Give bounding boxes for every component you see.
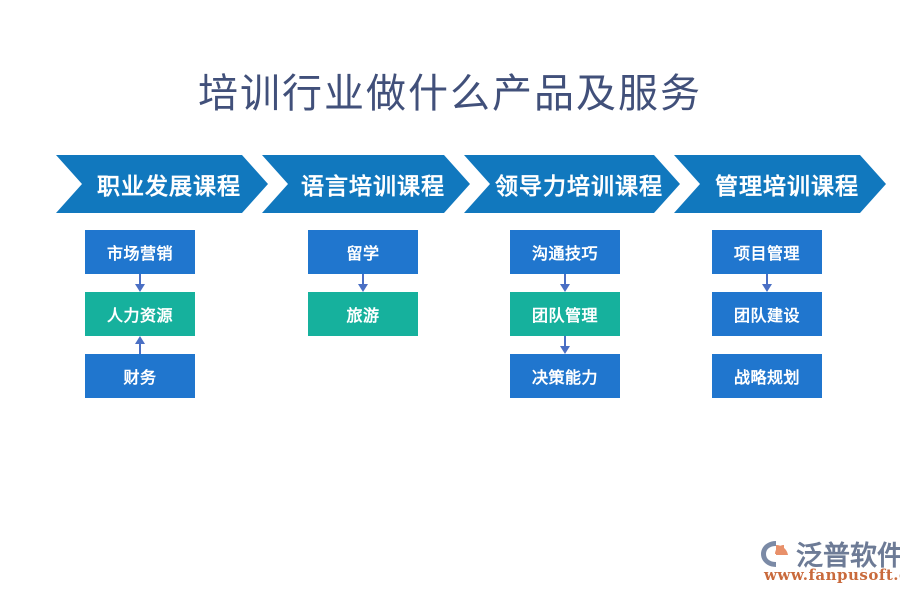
course-item-box[interactable]: 市场营销: [85, 230, 195, 274]
node-slot: 旅游: [308, 292, 418, 354]
course-banner-1[interactable]: 语言培训课程: [262, 155, 470, 213]
course-item-label: 旅游: [346, 306, 380, 325]
arrow-up-icon: [135, 336, 145, 354]
course-item-box[interactable]: 决策能力: [510, 354, 620, 398]
course-item-box[interactable]: 团队建设: [712, 292, 822, 336]
node-slot: 战略规划: [712, 354, 822, 416]
logo-url: www.fanpusoft.com: [764, 566, 900, 584]
page-title: 培训行业做什么产品及服务: [198, 71, 702, 117]
course-item-box[interactable]: 项目管理: [712, 230, 822, 274]
course-banner-label: 领导力培训课程: [495, 173, 663, 200]
course-item-box[interactable]: 旅游: [308, 292, 418, 336]
arrow-down-icon: [135, 274, 145, 292]
course-item-label: 战略规划: [733, 368, 800, 387]
course-item-label: 留学: [346, 244, 380, 263]
course-item-box[interactable]: 人力资源: [85, 292, 195, 336]
course-banner-3[interactable]: 管理培训课程: [674, 155, 886, 213]
fanpu-swoosh-icon: [760, 538, 794, 568]
arrow-down-icon: [560, 274, 570, 292]
node-slot: 项目管理: [712, 230, 822, 292]
node-slot: 财务: [85, 354, 195, 416]
course-item-label: 团队管理: [531, 306, 598, 325]
node-slot: 沟通技巧: [510, 230, 620, 292]
node-slot: 市场营销: [85, 230, 195, 292]
course-item-box[interactable]: 留学: [308, 230, 418, 274]
node-slot: 留学: [308, 230, 418, 292]
node-slot: 决策能力: [510, 354, 620, 416]
course-item-box[interactable]: 沟通技巧: [510, 230, 620, 274]
course-banner-0[interactable]: 职业发展课程: [56, 155, 268, 213]
node-slot: 人力资源: [85, 292, 195, 354]
course-column-2: 沟通技巧团队管理决策能力: [510, 230, 620, 416]
arrow-down-icon: [762, 274, 772, 292]
course-item-label: 市场营销: [106, 244, 173, 263]
course-banner-label: 语言培训课程: [301, 173, 445, 200]
course-item-label: 团队建设: [733, 306, 800, 325]
logo-name: 泛普软件: [796, 541, 900, 572]
course-item-label: 人力资源: [106, 306, 173, 325]
banner-row: 职业发展课程 语言培训课程 领导力培训课程 管理培训课程: [48, 155, 868, 213]
course-item-label: 决策能力: [531, 368, 598, 387]
column-group: 市场营销人力资源财务留学旅游沟通技巧团队管理决策能力项目管理团队建设战略规划: [0, 230, 900, 420]
node-slot: 团队建设: [712, 292, 822, 354]
course-item-label: 沟通技巧: [531, 244, 598, 263]
arrow-down-icon: [358, 274, 368, 292]
course-column-1: 留学旅游: [308, 230, 418, 354]
brand-logo: 泛普软件 www.fanpusoft.com: [758, 532, 900, 588]
course-banner-2[interactable]: 领导力培训课程: [464, 155, 680, 213]
course-banner-label: 职业发展课程: [97, 173, 241, 200]
course-column-0: 市场营销人力资源财务: [85, 230, 195, 416]
course-item-box[interactable]: 团队管理: [510, 292, 620, 336]
course-item-label: 项目管理: [733, 244, 800, 263]
course-item-label: 财务: [123, 368, 157, 387]
course-column-3: 项目管理团队建设战略规划: [712, 230, 822, 416]
course-banner-label: 管理培训课程: [715, 173, 859, 200]
arrow-down-icon: [560, 336, 570, 354]
node-slot: 团队管理: [510, 292, 620, 354]
course-item-box[interactable]: 财务: [85, 354, 195, 398]
course-item-box[interactable]: 战略规划: [712, 354, 822, 398]
